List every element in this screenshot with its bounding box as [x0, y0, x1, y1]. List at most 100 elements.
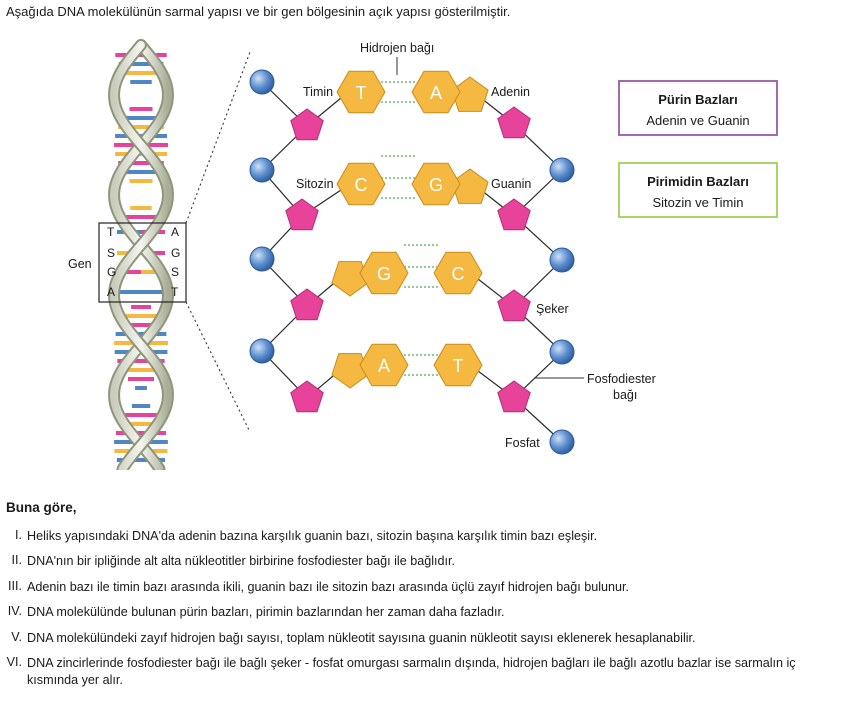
statement-text: DNA molekülündeki zayıf hidrojen bağı sa…: [27, 631, 696, 645]
helix-base-stripe: [115, 431, 167, 435]
sugar-pentagon: [497, 106, 531, 139]
base-pentagon-left: [331, 353, 369, 389]
helix-base-stripe: [116, 458, 165, 462]
base-hexagon-right: [411, 162, 461, 206]
sugar-pentagon: [497, 289, 531, 322]
pyrimidine-title: Pirimidin Bazları: [647, 174, 749, 189]
helix-base-stripe: [129, 179, 153, 183]
backbone-nodes: [249, 69, 575, 455]
helix-strand-a-highlight: [110, 41, 172, 470]
helix-base-stripe: [125, 413, 157, 417]
zoom-line-top: [185, 51, 251, 224]
statement-text: Adenin bazı ile timin bazı arasında ikil…: [27, 580, 630, 594]
base-pentagon-left: [331, 261, 369, 297]
question-heading: Buna göre,: [6, 500, 77, 515]
helix-base-stripe: [115, 53, 167, 57]
helix-base-stripe: [123, 116, 159, 120]
helix-base-stripe: [135, 386, 147, 390]
pyrimidine-subtitle: Sitozin ve Timin: [652, 195, 744, 210]
statement-text: DNA'nın bir ipliğinde alt alta nükleotit…: [27, 554, 456, 568]
label-hydrogen-bond: Hidrojen bağı: [360, 41, 434, 55]
label-thymine: Timin: [303, 85, 333, 99]
gene-letter-left: S: [107, 246, 115, 260]
base-letter-left: A: [378, 356, 390, 376]
phosphate-ball: [549, 247, 575, 273]
base-hexagon-right: [433, 343, 483, 387]
gene-letter-right: G: [171, 246, 180, 260]
helix-base-stripe: [123, 215, 159, 219]
gene-letter-right: T: [171, 285, 179, 299]
statement-number: IV.: [7, 604, 22, 618]
helix-base-stripe: [130, 206, 152, 210]
gene-letter-left: G: [107, 265, 116, 279]
purine-box: Pürin Bazları Adenin ve Guanin: [618, 80, 778, 136]
helix-base-stripe: [123, 170, 159, 174]
base-hexagon-right: [411, 70, 461, 114]
intro-text: Aşağıda DNA molekülünün sarmal yapısı ve…: [6, 4, 511, 19]
gene-letter-right: S: [171, 265, 179, 279]
statement-number: III.: [8, 579, 22, 593]
statement-number: I.: [15, 528, 22, 542]
helix-base-stripe: [129, 107, 153, 111]
helix-base-stripe: [117, 359, 165, 363]
sugar-pentagon: [497, 380, 531, 413]
base-letter-right: T: [453, 356, 464, 376]
gene-letter-right: A: [171, 225, 179, 239]
base-letter-right: A: [430, 83, 442, 103]
label-guanine: Guanin: [491, 177, 531, 191]
phosphate-ball: [549, 339, 575, 365]
phosphate-ball: [249, 157, 275, 183]
statement-number: V.: [11, 630, 22, 644]
statement-text: DNA zincirlerinde fosfodiester bağı ile …: [27, 656, 796, 687]
base-letter-left: T: [356, 83, 367, 103]
helix-base-stripe: [128, 377, 154, 381]
base-hexagon-left: [336, 70, 386, 114]
zoom-line-bottom: [185, 301, 251, 433]
purine-subtitle: Adenin ve Guanin: [646, 113, 750, 128]
helix-base-stripe: [118, 125, 164, 129]
sugar-pentagon: [290, 108, 324, 141]
helix-strands: [108, 39, 174, 470]
base-hexagon-right: [433, 251, 483, 295]
gene-region-box: [98, 222, 187, 303]
base-letter-left: C: [355, 175, 368, 195]
sugar-pentagon: [290, 288, 324, 321]
sugar-pentagon: [497, 198, 531, 231]
base-letter-left: G: [377, 264, 391, 284]
gene-letter-left: T: [107, 225, 115, 239]
base-hexagon-left: [359, 251, 409, 295]
phosphate-ball: [549, 429, 575, 455]
helix-base-stripe: [121, 368, 161, 372]
base-letter-right: G: [429, 175, 443, 195]
label-phosphodiester-2: bağı: [613, 388, 637, 402]
helix-base-stripe: [130, 80, 152, 84]
gene-rung-left: [117, 290, 141, 294]
helix-base-stripe: [119, 323, 163, 327]
gene-rung-left: [117, 270, 141, 274]
statement-text: Heliks yapısındaki DNA'da adenin bazına …: [27, 529, 598, 543]
sugar-pentagon: [290, 380, 324, 413]
label-adenine: Adenin: [491, 85, 530, 99]
phosphate-ball: [249, 338, 275, 364]
phosphate-ball: [249, 246, 275, 272]
phosphate-ball: [249, 69, 275, 95]
helix-base-stripe: [131, 404, 151, 408]
helix-base-stripe: [118, 161, 164, 165]
base-hexagon-left: [359, 343, 409, 387]
helix-base-stripe: [123, 71, 159, 75]
statement-text: DNA molekülünde bulunan pürin bazları, p…: [27, 605, 505, 619]
purine-title: Pürin Bazları: [658, 92, 738, 107]
gene-letter-left: A: [107, 285, 115, 299]
label-phosphate: Fosfat: [505, 436, 540, 450]
helix-base-stripe: [131, 305, 151, 309]
gene-rung-right: [141, 270, 165, 274]
helix-base-stripe: [124, 314, 158, 318]
base-hexagon-left: [336, 162, 386, 206]
label-phosphodiester-1: Fosfodiester: [587, 372, 656, 386]
phosphate-ball: [549, 157, 575, 183]
sugar-pentagon: [285, 198, 319, 231]
